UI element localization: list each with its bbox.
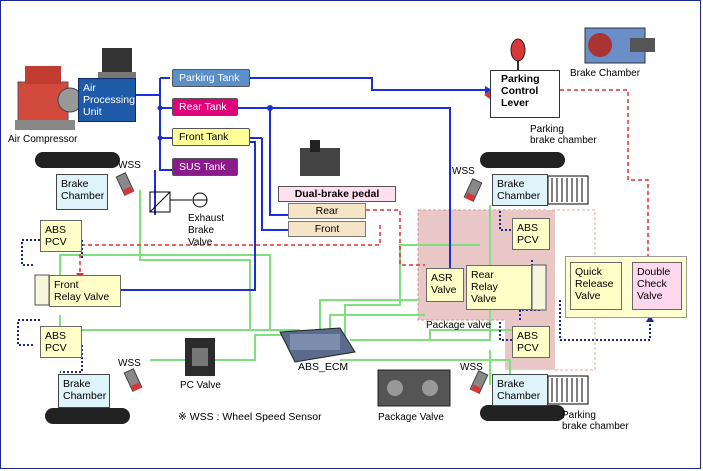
package-valve-photo-label: Package Valve (378, 412, 444, 423)
ecm-wiring (59, 190, 520, 385)
rear-relay-valve: Rear Relay Valve (466, 265, 532, 310)
abs-pcv-rear-left: ABS PCV (40, 326, 82, 358)
abs-pcv-front-left: ABS PCV (40, 220, 82, 252)
parking-springs (547, 175, 589, 405)
parking-tank: Parking Tank (172, 69, 250, 87)
package-valve-label: Package valve (426, 320, 492, 331)
exhaust-brake-symbol (149, 191, 208, 213)
abs-ecm-label: ABS_ECM (298, 361, 349, 373)
air-compressor-label: Air Compressor (8, 134, 78, 145)
air-compressor-image (15, 66, 83, 130)
brake-chamber-title: Brake Chamber (570, 68, 641, 79)
asr-valve: ASR Valve (426, 268, 464, 302)
brake-chamber-front-right: Brake Chamber (492, 174, 548, 206)
brake-chamber-image (584, 27, 655, 64)
quick-release-valve: Quick Release Valve (570, 262, 622, 310)
front-relay-valve: Front Relay Valve (49, 275, 121, 307)
brake-chamber-rear-right: Brake Chamber (492, 374, 548, 406)
exhaust-brake-valve-label: Exhaust Brake Valve (188, 213, 225, 248)
brake-chamber-front-left: Brake Chamber (56, 174, 108, 210)
pc-valve-label: PC Valve (180, 380, 221, 391)
parking-lever-knob (510, 38, 526, 72)
pc-valve-image (185, 338, 215, 376)
sus-tank: SUS Tank (172, 158, 238, 176)
footnote: ※ WSS : Wheel Speed Sensor (178, 411, 322, 423)
wss-rear-right: WSS (460, 362, 483, 373)
parking-brake-chamber-bottom: Parking brake chamber (562, 410, 629, 432)
double-check-valve: Double Check Valve (632, 262, 682, 310)
wss-rear-left: WSS (118, 358, 141, 369)
pedal-front: Front (288, 221, 366, 237)
pedal-rear: Rear (288, 203, 366, 219)
parking-brake-chamber-top: Parking brake chamber (530, 124, 597, 146)
abs-pcv-front-right: ABS PCV (512, 218, 550, 250)
wss-front-left: WSS (118, 160, 141, 171)
wss-front-right: WSS (452, 166, 475, 177)
dual-brake-pedal: Dual-brake pedal (278, 186, 396, 202)
front-tank: Front Tank (172, 128, 250, 146)
package-valve-image (377, 369, 451, 407)
brake-chamber-rear-left: Brake Chamber (58, 374, 110, 408)
abs-pcv-rear-right: ABS PCV (512, 326, 550, 358)
abs-ecm-image (279, 327, 356, 363)
parking-control-lever: Parking Control Lever (490, 70, 560, 118)
rear-tank: Rear Tank (172, 98, 238, 116)
air-processing-unit: Air Processing Unit (78, 78, 136, 122)
tires (35, 152, 565, 424)
pedal-image (300, 140, 340, 176)
air-lines (110, 77, 485, 291)
